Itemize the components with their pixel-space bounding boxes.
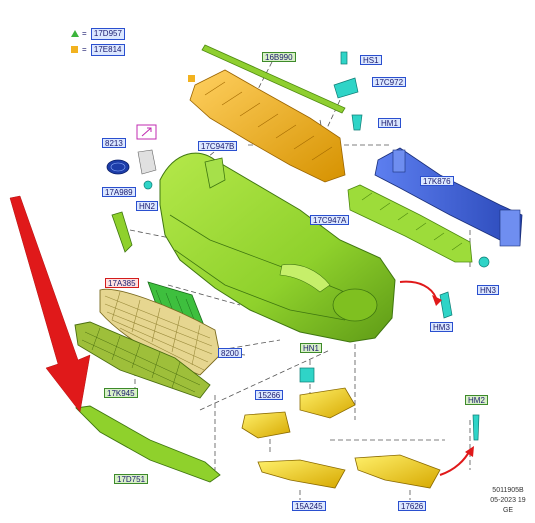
clip-hn2 [143, 180, 153, 190]
clip-hm2 [472, 414, 480, 441]
label-hn3: HN3 [477, 285, 500, 295]
green-triangle-icon [71, 30, 79, 37]
label-16b990: 16B990 [262, 52, 296, 62]
label-17c947b: 17C947B [198, 141, 238, 151]
clip-hm1 [351, 114, 363, 131]
trim-strip [201, 44, 346, 114]
label-17a989: 17A989 [102, 187, 136, 197]
label-17d751: 17D751 [114, 474, 149, 484]
lower-absorber [347, 184, 473, 263]
reinforcement-beam [374, 147, 523, 247]
corner-trim-right [354, 454, 441, 489]
ford-badge-ring [110, 162, 126, 172]
big-red-arrow [9, 195, 91, 413]
footer-region: GE [502, 507, 514, 514]
label-17c947a: 17C947A [310, 215, 350, 225]
red-curve-arrow-1 [399, 280, 437, 299]
footer-ref: 5011905B [492, 487, 524, 494]
legend-code-1: 17D957 [90, 28, 125, 40]
clip-hn3 [478, 256, 490, 268]
label-17626: 17626 [398, 501, 427, 511]
red-arrowhead-1 [432, 295, 442, 306]
side-trim [111, 211, 133, 253]
clip-hs1 [340, 51, 348, 65]
label-17a385: 17A385 [105, 278, 139, 288]
legend-entry-2: = 17E814 [82, 44, 125, 56]
label-hn1: HN1 [300, 343, 323, 353]
lower-grille [74, 321, 211, 399]
orange-square-marker [188, 75, 195, 82]
bracket-17c947b [204, 157, 226, 189]
arrow-glyph-icon [141, 127, 152, 137]
red-curve-arrow-2 [439, 449, 471, 476]
label-17c972: 17C972 [372, 77, 407, 87]
sensor-bracket [137, 149, 157, 175]
label-15266: 15266 [255, 390, 284, 400]
upper-absorber [189, 69, 346, 183]
legend-code-2: 17E814 [90, 44, 125, 56]
clip-17c972 [333, 77, 359, 99]
bumper-cover [159, 152, 396, 343]
label-8200: 8200 [218, 348, 242, 358]
fog-bracket-15266 [241, 387, 356, 439]
footer-date: 05-2023 19 [490, 497, 526, 504]
clips [143, 51, 490, 441]
clip-hn1 [299, 367, 315, 383]
label-hm3: HM3 [430, 322, 453, 332]
label-8213: 8213 [102, 138, 126, 148]
lower-lip [75, 405, 221, 483]
corner-trim-left [257, 459, 346, 489]
label-hm1: HM1 [378, 118, 401, 128]
orange-square-icon [71, 46, 78, 53]
label-17k945: 17K945 [104, 388, 138, 398]
clip-hm3 [439, 291, 453, 319]
label-hm2: HM2 [465, 395, 488, 405]
label-17k876: 17K876 [420, 176, 454, 186]
label-hs1: HS1 [360, 55, 382, 65]
ford-badge-icon [106, 159, 130, 175]
legend-entry-1: = 17D957 [82, 28, 125, 40]
red-arrowhead-2 [465, 446, 474, 457]
label-15a245: 15A245 [292, 501, 326, 511]
label-hn2: HN2 [136, 201, 159, 211]
upper-grille [99, 288, 221, 376]
